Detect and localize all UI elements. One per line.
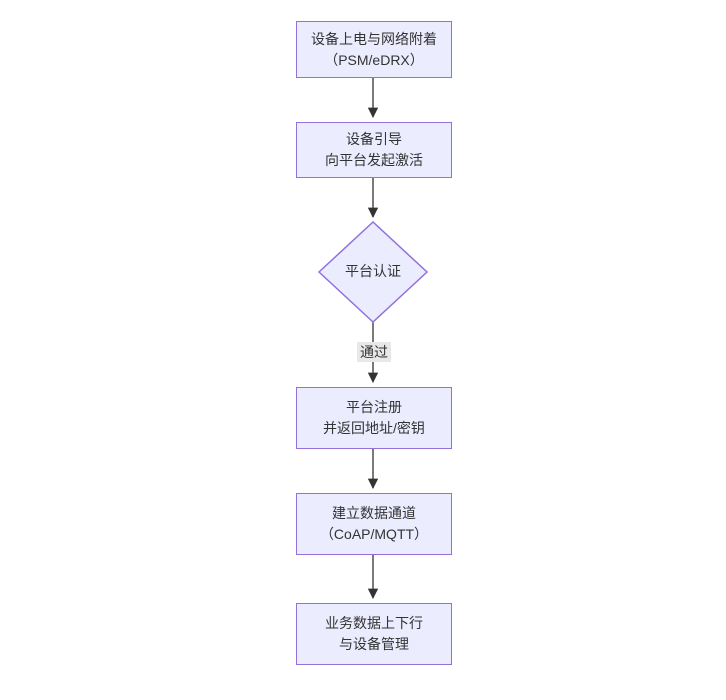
node-label-line1: 设备引导 [346, 131, 402, 147]
node-label-line1: 业务数据上下行 [325, 615, 423, 631]
node-label-line2: 并返回地址/密钥 [323, 420, 425, 436]
node-data-channel: 建立数据通道 （CoAP/MQTT） [296, 493, 452, 555]
edge-label-pass: 通过 [357, 342, 391, 362]
node-label-line2: （CoAP/MQTT） [319, 526, 429, 542]
node-label-line2: 与设备管理 [339, 636, 409, 652]
node-label-line2: 向平台发起激活 [325, 152, 423, 168]
node-platform-auth-label: 平台认证 [345, 263, 401, 279]
decision-diamond-shape [317, 220, 429, 324]
node-label-line1: 建立数据通道 [332, 505, 416, 521]
node-device-bootstrap: 设备引导 向平台发起激活 [296, 122, 452, 178]
node-platform-register: 平台注册 并返回地址/密钥 [296, 387, 452, 449]
node-label-line1: 平台注册 [346, 399, 402, 415]
node-power-network-attach: 设备上电与网络附着 （PSM/eDRX） [296, 21, 452, 78]
node-business-data: 业务数据上下行 与设备管理 [296, 603, 452, 665]
node-label-line1: 设备上电与网络附着 [311, 30, 437, 47]
node-label-line2: （PSM/eDRX） [324, 51, 424, 68]
